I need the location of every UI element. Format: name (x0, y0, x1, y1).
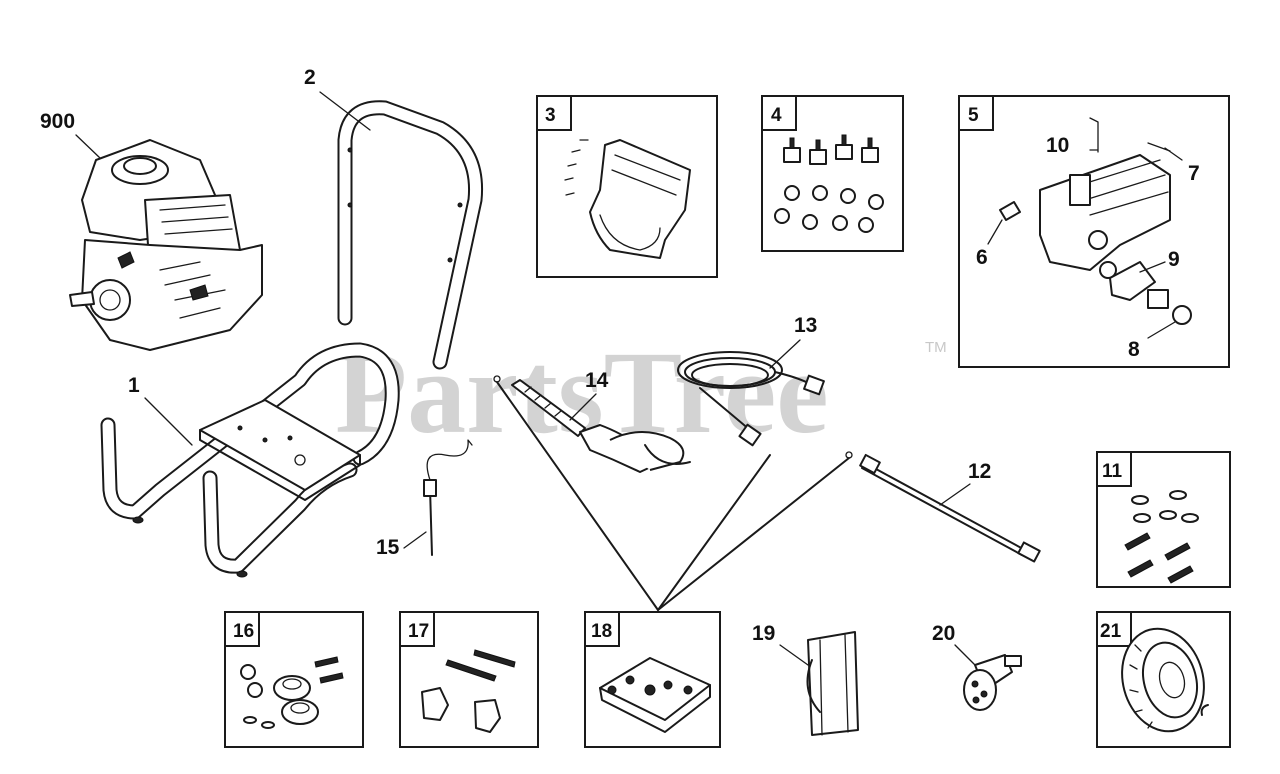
nozzle-kit-leaders (496, 381, 850, 611)
callout-10: 10 (1046, 134, 1069, 157)
hose-part-13[interactable] (677, 351, 825, 447)
box-3-panel-kit[interactable]: 3 (536, 95, 718, 278)
watermark-trademark: TM (925, 339, 947, 356)
box-label-17: 17 (408, 621, 429, 642)
leader-1 (144, 397, 193, 446)
callout-20: 20 (932, 622, 955, 645)
callout-6: 6 (976, 246, 988, 269)
box-label-3: 3 (545, 105, 556, 126)
box-label-21: 21 (1100, 621, 1122, 642)
holder-clip-part-19[interactable] (806, 631, 859, 736)
box-21-wheel[interactable]: 21 (1096, 611, 1231, 748)
leader-8 (1147, 321, 1176, 339)
box-17-axle-kit[interactable]: 17 (399, 611, 539, 748)
box-11-hardware-kit[interactable]: 11 (1096, 451, 1231, 588)
leader-12 (939, 483, 971, 506)
wand-part-12[interactable] (845, 451, 1041, 563)
leader-14 (569, 393, 597, 421)
engine-part-900[interactable] (69, 139, 263, 351)
callout-7: 7 (1188, 162, 1200, 185)
box-label-11: 11 (1102, 461, 1123, 482)
box-16-foot-kit[interactable]: 16 (224, 611, 364, 748)
leader-900 (75, 134, 101, 159)
callout-19: 19 (752, 622, 775, 645)
leader-20 (954, 644, 976, 666)
box-4-isolator-kit[interactable]: 4 (761, 95, 904, 252)
callout-2: 2 (304, 66, 316, 89)
box-5-pump-assembly[interactable]: 5 (958, 95, 1230, 368)
callout-1: 1 (128, 374, 140, 397)
callout-15: 15 (376, 536, 400, 559)
leader-6 (987, 219, 1003, 245)
base-frame-part-1[interactable] (100, 342, 400, 578)
leader-15 (403, 531, 427, 549)
cable-part-15[interactable] (423, 439, 473, 556)
leader-9 (1139, 261, 1166, 273)
leader-19 (779, 644, 809, 666)
nozzle-part-20[interactable] (963, 654, 1022, 711)
callout-9: 9 (1168, 248, 1180, 271)
spray-gun-part-14[interactable] (493, 375, 691, 473)
callout-900: 900 (40, 110, 75, 133)
box-label-18: 18 (591, 621, 612, 642)
callout-13: 13 (794, 314, 817, 337)
callout-14: 14 (585, 369, 609, 392)
leader-7 (1164, 147, 1183, 161)
callout-8: 8 (1128, 338, 1140, 361)
handle-part-2[interactable] (337, 100, 484, 370)
leader-13 (769, 339, 801, 369)
box-label-5: 5 (968, 105, 979, 126)
callout-12: 12 (968, 460, 991, 483)
leader-2 (319, 91, 371, 131)
box-label-16: 16 (233, 621, 254, 642)
box-18-nozzle-kit[interactable]: 18 (584, 611, 721, 748)
box-label-4: 4 (771, 105, 782, 126)
